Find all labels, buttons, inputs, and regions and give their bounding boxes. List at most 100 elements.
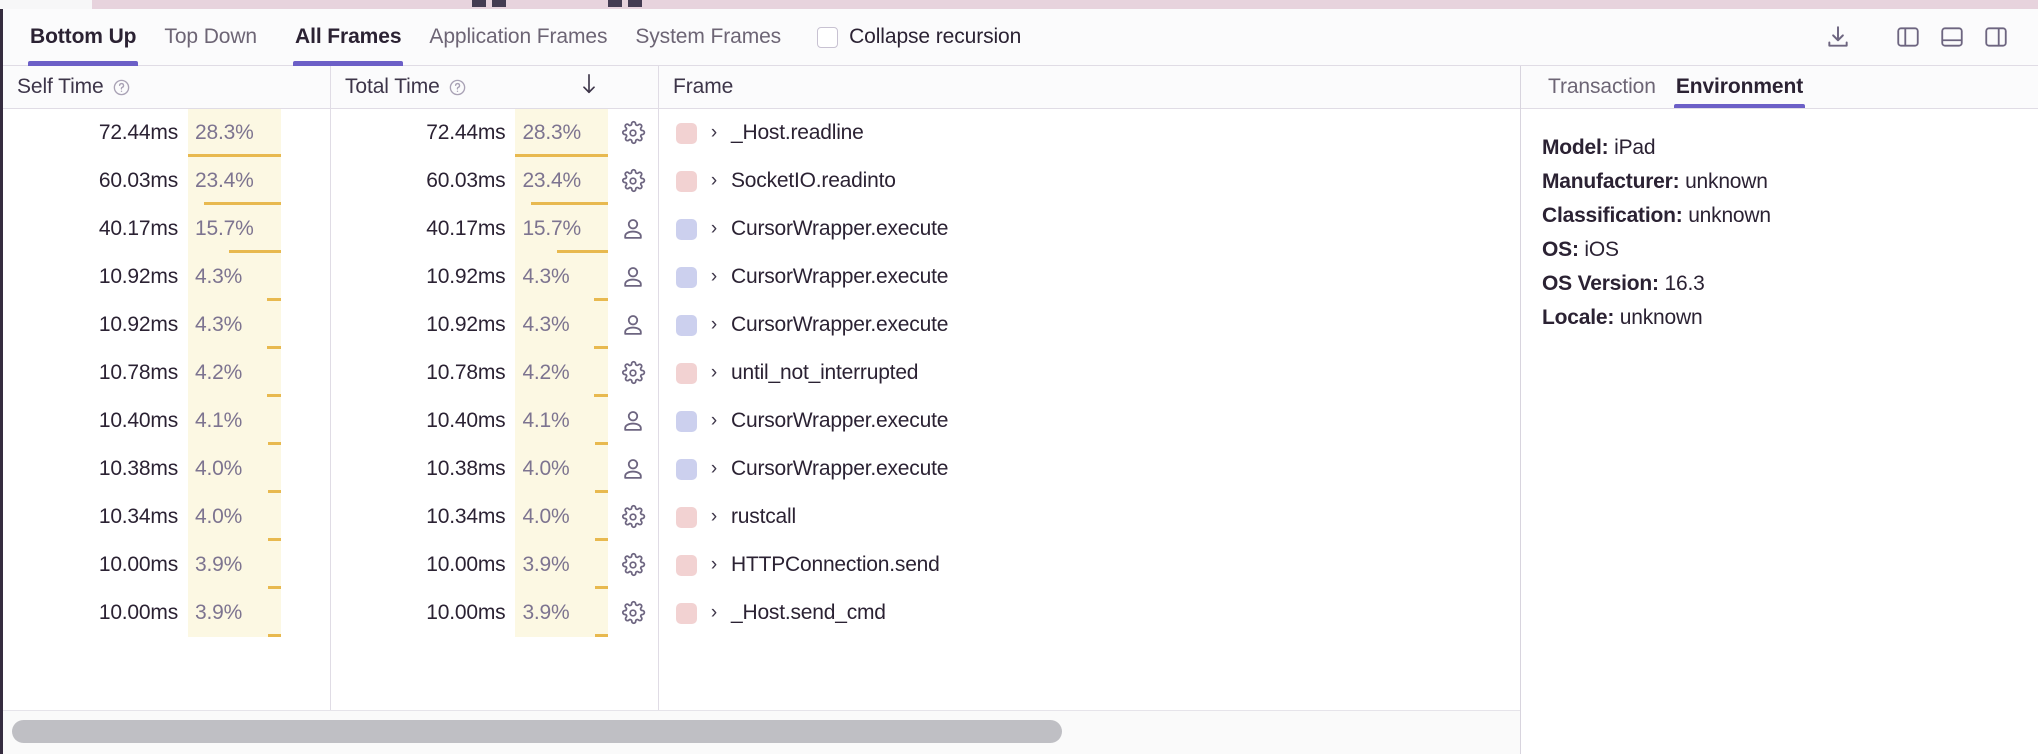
panel-left-icon[interactable]: [1886, 15, 1930, 59]
table-row[interactable]: 10.34ms 4.0% 10.34ms 4.0% › rustcall: [3, 493, 1520, 541]
cell-frame: › CursorWrapper.execute: [659, 253, 1520, 301]
frame-color-swatch: [676, 266, 697, 288]
chevron-right-icon[interactable]: ›: [710, 266, 718, 287]
table-row[interactable]: 10.92ms 4.3% 10.92ms 4.3% › CursorWrappe…: [3, 301, 1520, 349]
self-time-percent-cell: 4.2%: [188, 349, 281, 397]
details-tabs: Transaction Environment: [1521, 66, 2038, 109]
cell-frame: › CursorWrapper.execute: [659, 205, 1520, 253]
total-time-percent-value: 4.3%: [522, 265, 570, 288]
cell-self-time: 10.38ms 4.0%: [3, 445, 331, 493]
table-row[interactable]: 10.40ms 4.1% 10.40ms 4.1% › CursorWrappe…: [3, 397, 1520, 445]
chevron-right-icon[interactable]: ›: [710, 554, 718, 575]
cell-total-time: 10.78ms 4.2%: [331, 349, 659, 397]
chevron-right-icon[interactable]: ›: [710, 314, 718, 335]
tab-environment-label: Environment: [1675, 75, 1804, 98]
left-edge-rail: [0, 9, 3, 754]
environment-detail-value: unknown: [1685, 170, 1768, 193]
total-time-percent-cell: 4.2%: [515, 349, 609, 397]
self-time-percent-bar: [267, 538, 281, 541]
column-header-self-time[interactable]: Self Time: [3, 66, 331, 108]
chevron-right-icon[interactable]: ›: [710, 362, 718, 383]
chevron-right-icon[interactable]: ›: [710, 458, 718, 479]
person-icon: [608, 216, 658, 242]
table-row[interactable]: 10.00ms 3.9% 10.00ms 3.9% › HTTPConnecti…: [3, 541, 1520, 589]
tab-application-frames[interactable]: Application Frames: [415, 9, 621, 66]
cell-frame: › _Host.send_cmd: [659, 589, 1520, 637]
tab-all-frames-label: All Frames: [295, 25, 402, 48]
frame-name: until_not_interrupted: [731, 361, 919, 384]
total-time-percent-value: 4.2%: [522, 361, 570, 384]
strip-block-4: [628, 0, 642, 7]
cell-self-time: 72.44ms 28.3%: [3, 109, 331, 157]
self-time-value: 72.44ms: [98, 121, 178, 144]
chevron-right-icon[interactable]: ›: [710, 602, 718, 623]
total-time-value: 10.92ms: [426, 265, 506, 288]
self-time-percent-value: 28.3%: [195, 121, 254, 144]
frame-table-header: Self Time Total Time: [3, 66, 1520, 109]
tab-top-down[interactable]: Top Down: [150, 9, 271, 66]
horizontal-scrollbar[interactable]: [3, 710, 1520, 754]
gear-icon: [608, 360, 658, 386]
total-time-percent-bar: [594, 346, 609, 349]
total-time-percent-bar: [515, 154, 609, 157]
total-time-percent-value: 3.9%: [522, 553, 570, 576]
self-time-percent-bar: [266, 346, 281, 349]
help-icon[interactable]: [112, 78, 131, 97]
table-row[interactable]: 60.03ms 23.4% 60.03ms 23.4% › SocketIO.r…: [3, 157, 1520, 205]
horizontal-scrollbar-thumb[interactable]: [12, 720, 1062, 743]
tab-system-frames[interactable]: System Frames: [621, 9, 795, 66]
strip-left-gap: [0, 0, 92, 9]
self-time-value: 10.00ms: [98, 553, 178, 576]
tab-top-down-label: Top Down: [164, 25, 258, 48]
self-time-percent-cell: 23.4%: [188, 157, 281, 205]
tab-bottom-up[interactable]: Bottom Up: [16, 9, 150, 66]
tab-transaction[interactable]: Transaction: [1538, 66, 1666, 108]
collapse-recursion-checkbox[interactable]: [817, 26, 839, 48]
chevron-right-icon[interactable]: ›: [710, 122, 718, 143]
frame-color-swatch: [676, 314, 697, 336]
table-row[interactable]: 10.38ms 4.0% 10.38ms 4.0% › CursorWrappe…: [3, 445, 1520, 493]
total-time-value: 10.38ms: [426, 457, 506, 480]
person-icon: [608, 456, 658, 482]
chevron-right-icon[interactable]: ›: [710, 506, 718, 527]
frame-name: CursorWrapper.execute: [731, 313, 949, 336]
chevron-right-icon[interactable]: ›: [710, 410, 718, 431]
column-header-frame[interactable]: Frame: [659, 66, 1520, 108]
cell-total-time: 60.03ms 23.4%: [331, 157, 659, 205]
table-row[interactable]: 10.78ms 4.2% 10.78ms 4.2% › until_not_in…: [3, 349, 1520, 397]
panel-right-icon[interactable]: [1974, 15, 2018, 59]
total-time-percent-bar: [595, 538, 609, 541]
table-row[interactable]: 72.44ms 28.3% 72.44ms 28.3% › _Host.read…: [3, 109, 1520, 157]
cell-frame: › rustcall: [659, 493, 1520, 541]
total-time-percent-value: 4.0%: [522, 505, 570, 528]
tab-environment[interactable]: Environment: [1666, 66, 1813, 108]
self-time-value: 10.40ms: [98, 409, 178, 432]
chevron-right-icon[interactable]: ›: [710, 218, 718, 239]
self-time-value: 40.17ms: [98, 217, 178, 240]
chevron-right-icon[interactable]: ›: [710, 170, 718, 191]
table-row[interactable]: 10.92ms 4.3% 10.92ms 4.3% › CursorWrappe…: [3, 253, 1520, 301]
cell-frame: › CursorWrapper.execute: [659, 397, 1520, 445]
total-time-value: 10.78ms: [426, 361, 506, 384]
column-header-total-time[interactable]: Total Time: [331, 66, 659, 108]
self-time-percent-cell: 4.0%: [188, 445, 281, 493]
total-time-percent-cell: 4.3%: [515, 301, 609, 349]
panel-bottom-icon[interactable]: [1930, 15, 1974, 59]
total-time-percent-value: 4.0%: [522, 457, 570, 480]
gear-icon: [608, 504, 658, 530]
total-time-value: 10.92ms: [426, 313, 506, 336]
table-row[interactable]: 40.17ms 15.7% 40.17ms 15.7% › CursorWrap…: [3, 205, 1520, 253]
self-time-percent-cell: 15.7%: [188, 205, 281, 253]
table-row[interactable]: 10.00ms 3.9% 10.00ms 3.9% › _Host.send_c…: [3, 589, 1520, 637]
total-time-value: 10.40ms: [426, 409, 506, 432]
help-icon[interactable]: [448, 78, 467, 97]
tab-all-frames[interactable]: All Frames: [281, 9, 415, 66]
download-icon[interactable]: [1816, 15, 1860, 59]
cell-frame: › until_not_interrupted: [659, 349, 1520, 397]
frame-color-swatch: [676, 458, 697, 480]
self-time-percent-bar: [267, 442, 281, 445]
collapse-recursion-toggle[interactable]: Collapse recursion: [817, 25, 1021, 49]
sort-descending-icon[interactable]: [578, 71, 600, 103]
total-time-percent-cell: 3.9%: [515, 589, 609, 637]
